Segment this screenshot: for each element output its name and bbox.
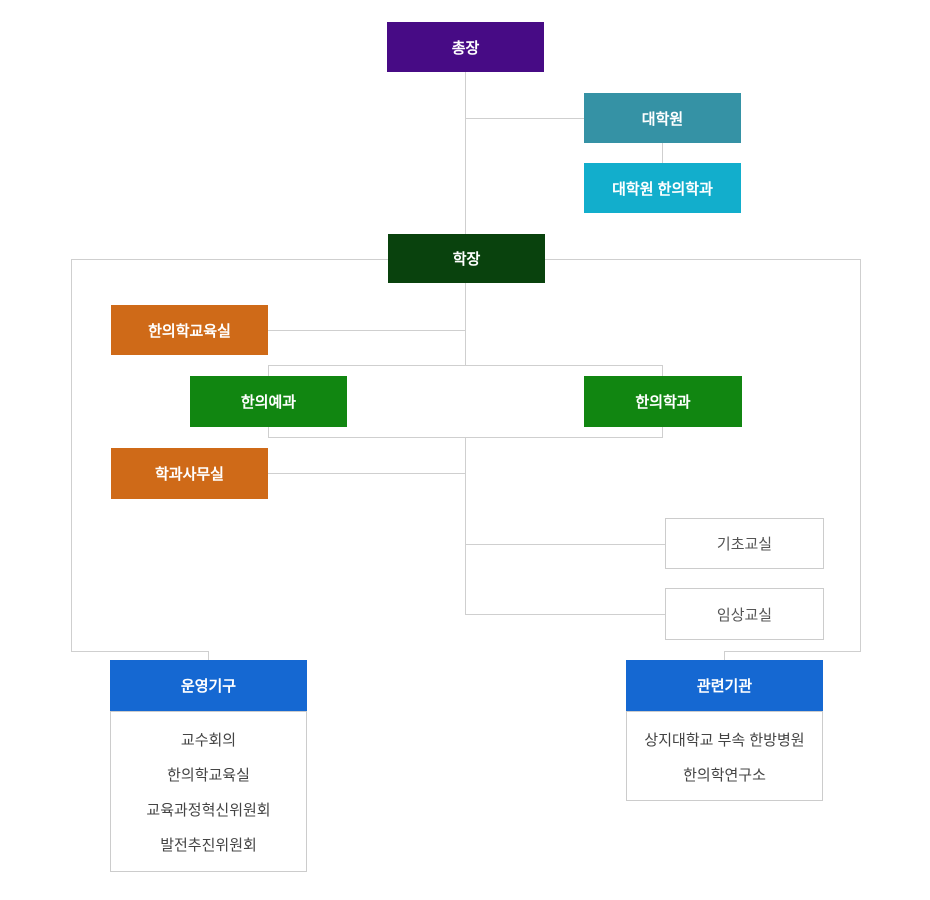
node-president: 총장 — [387, 22, 544, 72]
connector-dept-office — [268, 473, 465, 474]
connector-president-dean — [465, 72, 466, 234]
list-item-affiliated-hospital: 상지대학교 부속 한방병원 — [644, 732, 805, 749]
connector-grad-dept — [662, 143, 663, 163]
outer-frame-right — [860, 259, 861, 651]
node-edu-office: 한의학교육실 — [111, 305, 268, 355]
operating-bodies-list: 교수회의 한의학교육실 교육과정혁신위원회 발전추진위원회 — [110, 711, 307, 872]
connector-grad-school — [465, 118, 584, 119]
node-med-dept: 한의학과 — [584, 376, 742, 427]
list-item-edu-office: 한의학교육실 — [167, 767, 250, 784]
list-item-faculty-meeting: 교수회의 — [180, 732, 237, 749]
connector-edu-office — [268, 330, 465, 331]
list-item-research-institute: 한의학연구소 — [683, 767, 766, 784]
outer-frame-bottom-left — [71, 651, 208, 652]
outer-frame-left — [71, 259, 72, 651]
connector-classrooms-spine — [465, 438, 466, 614]
node-related-institutions-header: 관련기관 — [626, 660, 823, 711]
connector-basic-class — [465, 544, 665, 545]
list-item-development-committee: 발전추진위원회 — [160, 837, 257, 854]
connector-clinical-class — [465, 614, 665, 615]
outer-frame-bottom-right — [724, 651, 861, 652]
connector-related-drop — [724, 651, 725, 661]
related-institutions-list: 상지대학교 부속 한방병원 한의학연구소 — [626, 711, 823, 801]
connector-operating-drop — [208, 651, 209, 661]
node-operating-bodies-header: 운영기구 — [110, 660, 307, 711]
connector-dean-departments — [465, 283, 466, 365]
node-dean: 학장 — [388, 234, 545, 283]
node-dept-office: 학과사무실 — [111, 448, 268, 499]
list-item-curriculum-committee: 교육과정혁신위원회 — [146, 802, 271, 819]
node-basic-classroom: 기초교실 — [665, 518, 824, 569]
node-graduate-school: 대학원 — [584, 93, 741, 143]
node-clinical-classroom: 임상교실 — [665, 588, 824, 640]
node-graduate-dept: 대학원 한의학과 — [584, 163, 741, 213]
node-pre-med: 한의예과 — [190, 376, 347, 427]
